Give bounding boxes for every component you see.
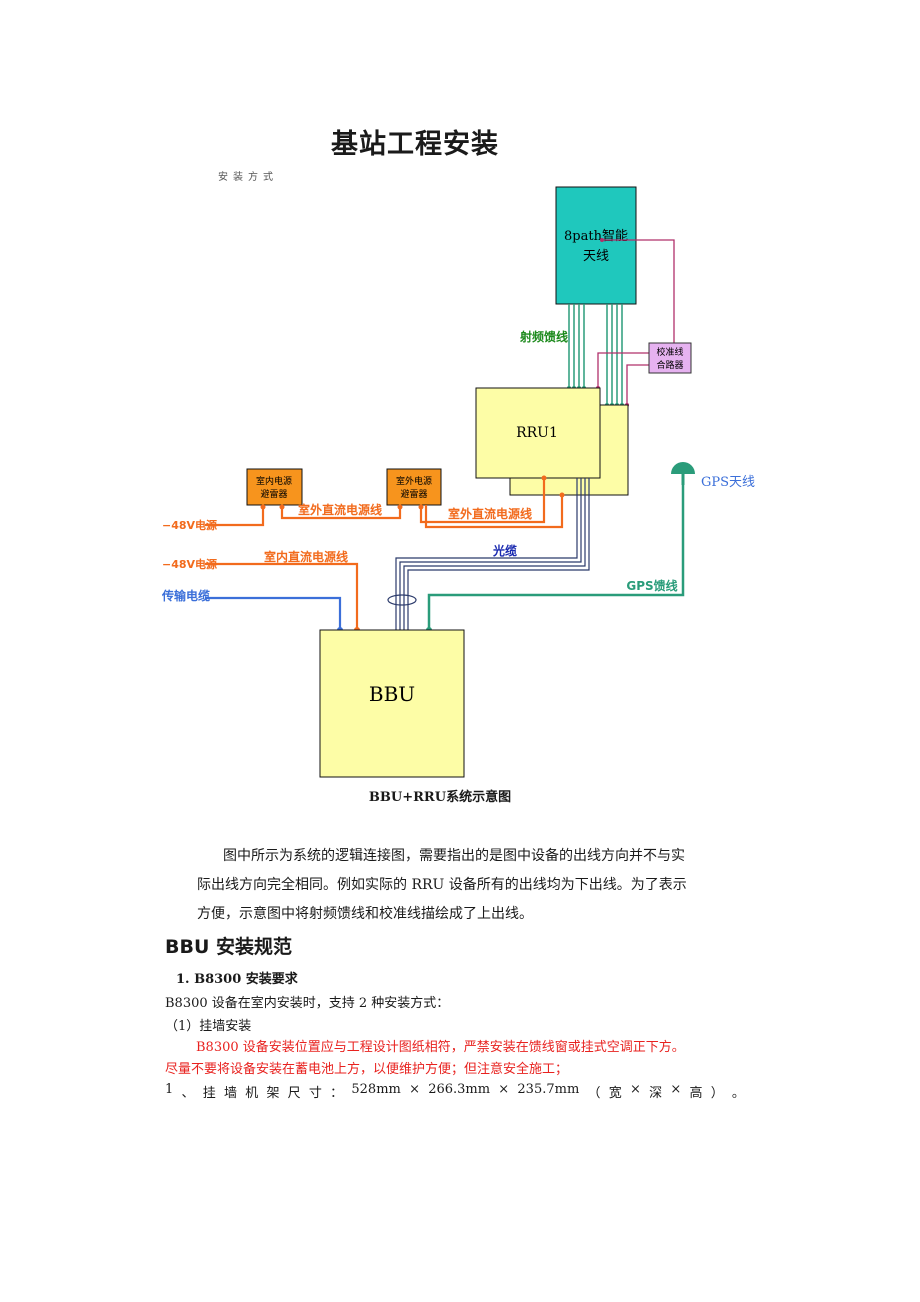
dimension-token: ：: [330, 1086, 344, 1101]
dimension-token: ）: [710, 1086, 724, 1101]
gps-antenna-icon: [671, 462, 695, 474]
dimension-token: 深: [649, 1086, 663, 1101]
dimension-token: 宽: [608, 1086, 622, 1101]
support-line: B8300 设备在室内安装时，支持 2 种安装方式：: [165, 996, 450, 1011]
explanation-paragraph: 图中所示为系统的逻辑连接图，需要指出的是图中设备的出线方向并不与实 际出线方向完…: [197, 842, 727, 929]
rf-feeder-label: 射频馈线: [519, 329, 568, 344]
warning-line-2: 尽量不要将设备安装在蓄电池上方，以便维护方便；但注意安全施工；: [165, 1062, 569, 1077]
fiber-label: 光缆: [492, 543, 517, 558]
indoor-arrester-line2: 避雷器: [260, 488, 287, 500]
rf-feeder-lines: [568, 304, 623, 405]
paragraph-line: 图中所示为系统的逻辑连接图，需要指出的是图中设备的出线方向并不与实: [223, 848, 685, 864]
combiner-label-line1: 校准线: [656, 346, 683, 358]
rack-dimensions-line: 1 、挂墙机架尺寸 ： 528mm × 266.3mm × 235.7mm （ 宽 × 深 × 高 ） 。: [165, 1082, 745, 1101]
diagram-caption: BBU+RRU系统示意图: [368, 790, 512, 805]
paragraph-line: 方便，示意图中将射频馈线和校准线描绘成了上出线。: [197, 906, 533, 922]
indoor-arrester-line1: 室内电源: [256, 475, 292, 487]
smart-antenna-box: [555, 186, 637, 305]
dimension-token: 。: [731, 1086, 745, 1101]
antenna-label-line2: 天线: [583, 249, 609, 264]
outdoor-power-arrester-box: [386, 468, 442, 506]
dimension-token: 、: [181, 1086, 195, 1101]
dimension-token: 266.3mm: [428, 1082, 491, 1097]
power-48v-label-1: −48V电源: [162, 518, 217, 532]
combiner-label-line2: 合路器: [656, 359, 683, 371]
power-48v-label-2: −48V电源: [162, 557, 217, 571]
outdoor-arrester-line1: 室外电源: [396, 475, 432, 487]
power-lines: [205, 478, 564, 630]
dimension-token: 1: [165, 1082, 174, 1097]
dimension-token: 挂: [202, 1086, 216, 1101]
outdoor-arrester-line2: 避雷器: [400, 488, 427, 500]
gps-antenna-label: GPS天线: [701, 475, 755, 490]
gps-feeder-line: [427, 485, 685, 630]
section-heading-bbu: BBU 安装规范: [165, 936, 293, 958]
antenna-label-line1: 8path智能: [564, 229, 628, 244]
indoor-dc-cable-label: 室内直流电源线: [264, 549, 348, 564]
outdoor-dc-cable-label-1: 室外直流电源线: [298, 502, 382, 517]
gps-feeder-label: GPS馈线: [626, 578, 677, 593]
dimension-token: 235.7mm: [517, 1082, 580, 1097]
warning-line-1: B8300 设备安装位置应与工程设计图纸相符，严禁安装在馈线窗或挂式空调正下方。: [196, 1040, 685, 1055]
transmission-cable-label: 传输电缆: [161, 588, 210, 603]
fiber-lines: [395, 478, 590, 630]
dimension-token: 528mm: [351, 1082, 401, 1097]
wall-mount-line: （1）挂墙安装: [165, 1019, 252, 1034]
transmission-cable-line: [205, 596, 342, 630]
outdoor-dc-cable-label-2: 室外直流电源线: [448, 506, 532, 521]
dimension-token: 尺: [287, 1086, 301, 1101]
page-title: 基站工程安装: [331, 129, 499, 160]
subtitle-fragment: 安装方式: [218, 172, 278, 183]
rru-label: RRU1: [516, 425, 558, 441]
bbu-box: [319, 629, 465, 778]
calibration-lines: [597, 239, 675, 405]
dimension-token: 墙: [223, 1086, 237, 1101]
dimension-token: ×: [629, 1082, 641, 1097]
subheading-b8300: 1. B8300 安装要求: [176, 972, 298, 987]
dimension-token: 高: [689, 1086, 703, 1101]
dimension-token: ×: [498, 1082, 510, 1097]
dimension-token: 寸: [308, 1086, 322, 1101]
dimension-token: ×: [670, 1082, 682, 1097]
paragraph-line: 际出线方向完全相同。例如实际的 RRU 设备所有的出线均为下出线。为了表示: [197, 877, 687, 893]
dimension-token: ×: [409, 1082, 420, 1097]
dimension-token: （: [587, 1086, 601, 1101]
dimension-token: 机: [245, 1086, 259, 1101]
rru-front-box: [475, 387, 601, 479]
bbu-rru-diagram: 8path智能 天线 射频馈线 校准线 合路器 RRU1 GPS天线 GPS馈线: [161, 186, 755, 778]
bbu-label: BBU: [369, 682, 415, 706]
indoor-power-arrester-box: [246, 468, 303, 506]
calibration-combiner-box: [648, 342, 692, 374]
dimension-token: 架: [266, 1086, 280, 1101]
